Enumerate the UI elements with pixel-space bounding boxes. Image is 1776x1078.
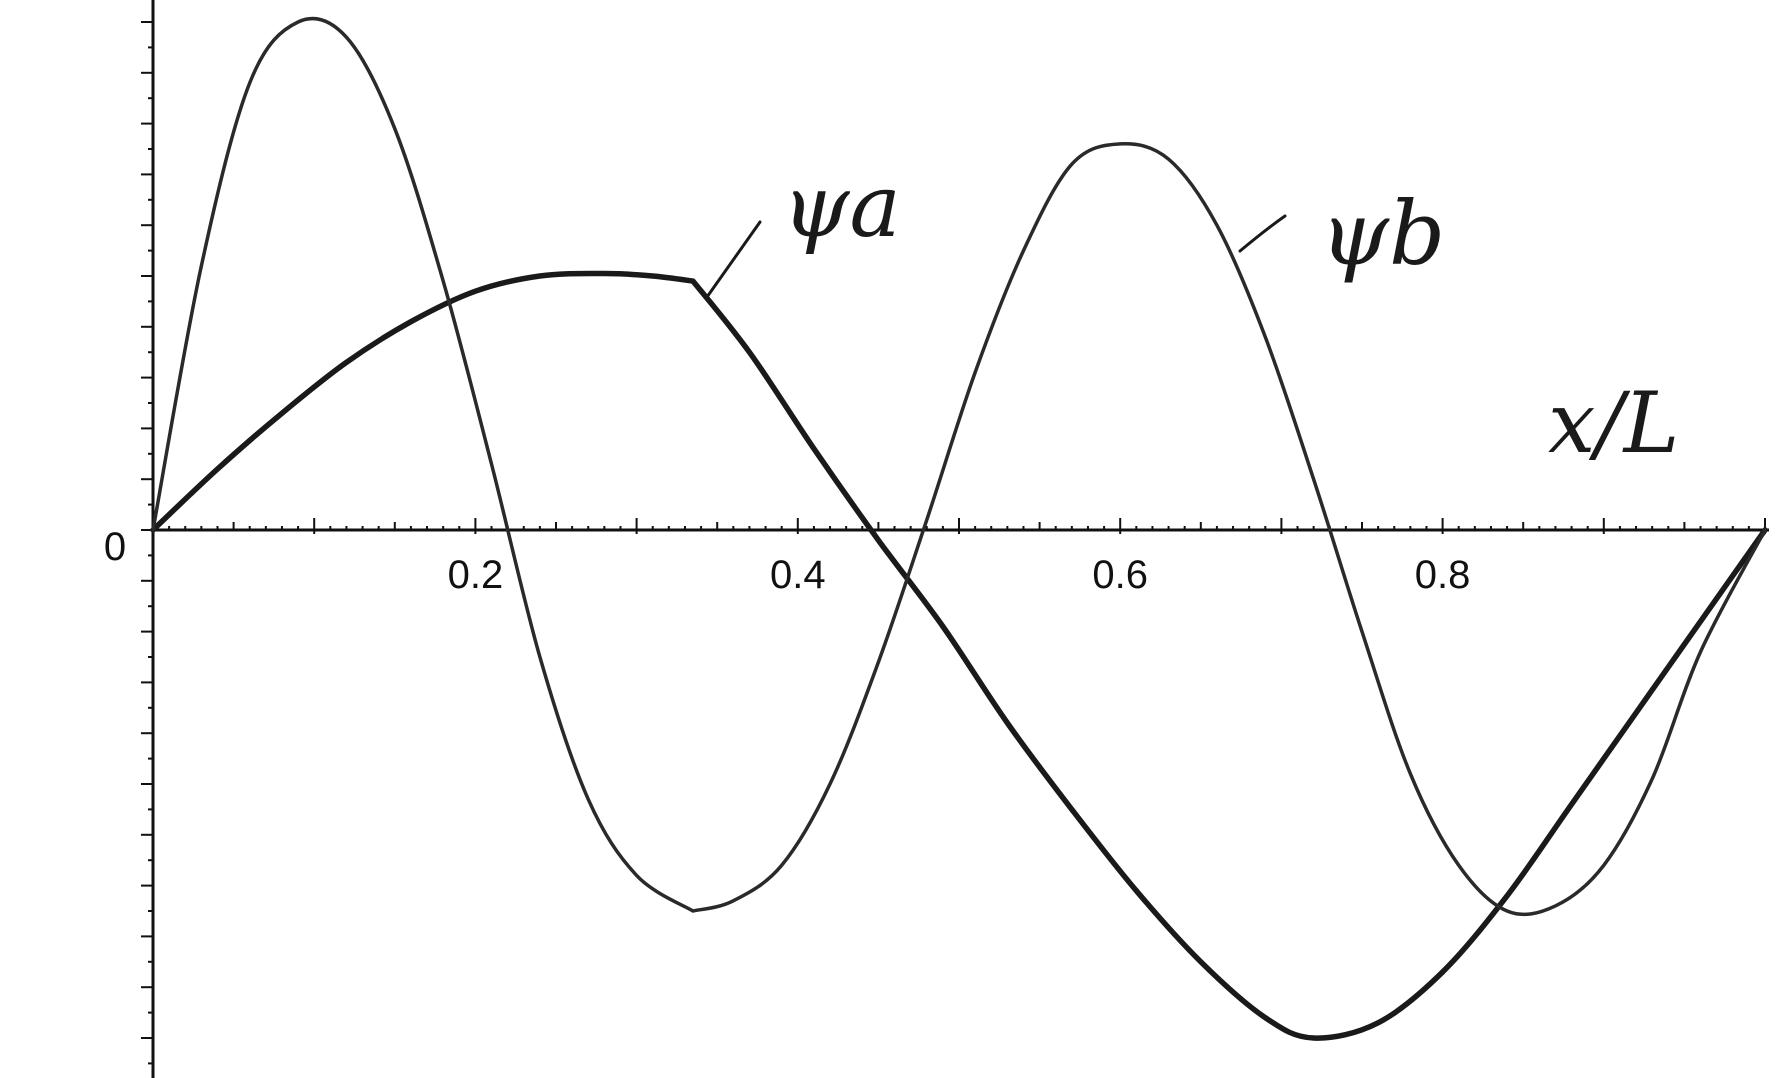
- series-b-label-symbol: ψb: [1320, 182, 1445, 285]
- x-tick-label: 0: [104, 525, 126, 569]
- tick-labels: 0 0.2 0.4 0.6 0.8 1: [104, 525, 1776, 597]
- x-tick-label: 0.4: [770, 553, 826, 597]
- series-b-label: ψb: [1320, 182, 1445, 285]
- series-b-leader: [1238, 214, 1287, 253]
- x-tick-label: 0.2: [448, 553, 504, 597]
- axes: [151, 0, 1769, 1078]
- series-a-leader: [705, 220, 762, 299]
- x-tick-label: 1: [1773, 539, 1776, 583]
- series-a-line: [150, 270, 1768, 1041]
- series-a-label: ψa: [782, 157, 901, 257]
- ticks: [141, 21, 1766, 1065]
- curves: [150, 16, 1768, 1041]
- x-tick-label: 0.8: [1415, 553, 1471, 597]
- series-a-label-symbol: ψa: [782, 157, 901, 257]
- x-tick-label: 0.6: [1092, 553, 1148, 597]
- series-b-line: [151, 16, 1767, 917]
- x-axis-label: x/L: [1548, 374, 1679, 472]
